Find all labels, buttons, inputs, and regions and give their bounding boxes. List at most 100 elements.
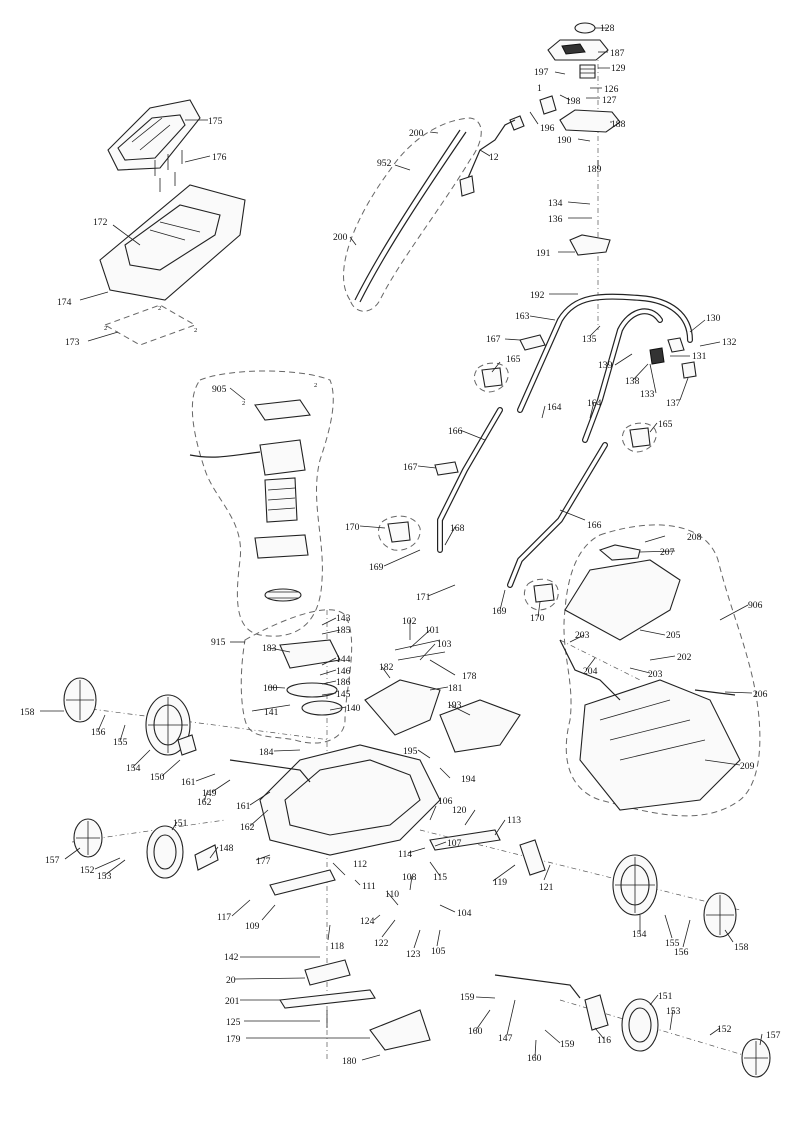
- callout-label: 150: [150, 772, 165, 783]
- assembly-outline-906: [563, 524, 761, 817]
- handle-parts-130-139: [649, 337, 697, 379]
- callout-label: 179: [226, 1034, 241, 1045]
- motor-cover-housing-part: [99, 184, 246, 301]
- callout-label: 108: [402, 872, 417, 883]
- callout-label: 165: [658, 419, 673, 430]
- cable-952: [354, 129, 467, 303]
- callout-label: 137: [666, 398, 681, 409]
- callout-label: 193: [447, 700, 462, 711]
- callout-label: 153: [666, 1006, 681, 1017]
- callout-label: 203: [648, 669, 663, 680]
- small-mark: 2: [314, 382, 317, 389]
- callout-label: 120: [452, 805, 467, 816]
- callout-label: 143: [336, 613, 351, 624]
- callout-label: 154: [126, 763, 141, 774]
- callout-label: 171: [416, 592, 431, 603]
- upper-handle-163: [517, 293, 693, 443]
- callout-label: 148: [219, 843, 234, 854]
- callout-label: 206: [753, 689, 768, 700]
- callout-label: 164: [547, 402, 562, 413]
- callout-label: 160: [527, 1053, 542, 1064]
- callout-label: 154: [632, 929, 647, 940]
- top-cover-part: [107, 99, 201, 171]
- callout-label: 161: [236, 801, 251, 812]
- callout-label: 170: [345, 522, 360, 533]
- callout-label: 151: [658, 991, 673, 1002]
- callout-label: 195: [403, 746, 418, 757]
- callout-label: 200: [333, 232, 348, 243]
- callout-label: 147: [498, 1033, 513, 1044]
- callout-label: 144: [336, 654, 351, 665]
- callout-label: 192: [530, 290, 545, 301]
- callout-label: 152: [717, 1024, 732, 1035]
- assembly-outline-165a: [473, 362, 509, 393]
- callout-label: 114: [398, 849, 412, 860]
- assembly-outline-170a: [378, 515, 421, 551]
- callout-label: 175: [208, 116, 223, 127]
- callout-label: 183: [262, 643, 277, 654]
- callout-label: 132: [722, 337, 737, 348]
- callout-label: 180: [342, 1056, 357, 1067]
- callout-label: 122: [374, 938, 389, 949]
- callout-label: 102: [402, 616, 417, 627]
- callout-label: 178: [462, 671, 477, 682]
- callout-label: 151: [173, 818, 188, 829]
- callout-label: 146: [336, 666, 351, 677]
- callout-label: 167: [403, 462, 418, 473]
- callout-label: 208: [687, 532, 702, 543]
- callout-label: 184: [259, 747, 274, 758]
- callout-label: 136: [548, 214, 563, 225]
- callout-label: 111: [362, 881, 376, 892]
- callout-label: 168: [450, 523, 465, 534]
- callout-label: 109: [245, 921, 260, 932]
- axis-left-wheels: [67, 705, 331, 741]
- callout-label: 138: [625, 376, 640, 387]
- blade-assembly: [279, 959, 431, 1051]
- callout-label: 189: [587, 164, 602, 175]
- grass-box-906: [559, 544, 741, 811]
- wheel-left-rear: [63, 677, 191, 756]
- callout-label: 173: [65, 337, 80, 348]
- callout-label: 121: [539, 882, 554, 893]
- callout-label: 164: [587, 398, 602, 409]
- callout-label: 116: [597, 1035, 611, 1046]
- callout-label: 158: [734, 942, 749, 953]
- motor-assembly-905: [189, 399, 311, 602]
- callout-label: 188: [611, 119, 626, 130]
- callout-label: 105: [431, 946, 446, 957]
- callout-label: 165: [506, 354, 521, 365]
- callout-label: 103: [437, 639, 452, 650]
- callout-label: 161: [181, 777, 196, 788]
- callout-label: 159: [460, 992, 475, 1003]
- callout-label: 156: [91, 727, 106, 738]
- callout-label: 181: [448, 683, 463, 694]
- small-mark: 2: [104, 325, 107, 332]
- callout-label: 101: [425, 625, 440, 636]
- wheel-left-front: [73, 818, 184, 879]
- screws-176: [154, 150, 183, 192]
- callout-label: 176: [212, 152, 227, 163]
- callout-label: 207: [660, 547, 675, 558]
- callout-label: 153: [97, 871, 112, 882]
- callout-label: 915: [211, 637, 226, 648]
- callout-label: 159: [560, 1039, 575, 1050]
- callout-label: 166: [587, 520, 602, 531]
- callout-label: 170: [530, 613, 545, 624]
- callout-label: 162: [197, 797, 212, 808]
- callout-label: 107: [447, 838, 462, 849]
- assembly-outline-170b: [523, 578, 559, 611]
- clamps-165-170: [387, 367, 651, 603]
- callout-label: 155: [665, 938, 680, 949]
- callout-label: 119: [493, 877, 507, 888]
- callout-label: 126: [604, 84, 619, 95]
- assembly-outline-915: [240, 609, 353, 744]
- mower-deck-177: [259, 639, 521, 856]
- callout-label: 113: [507, 815, 521, 826]
- callout-label: 200: [409, 128, 424, 139]
- small-marks: 2 2 2 2 2: [104, 305, 317, 407]
- callout-label: 157: [45, 855, 60, 866]
- callout-label: 204: [583, 666, 598, 677]
- callout-label: 129: [611, 63, 626, 74]
